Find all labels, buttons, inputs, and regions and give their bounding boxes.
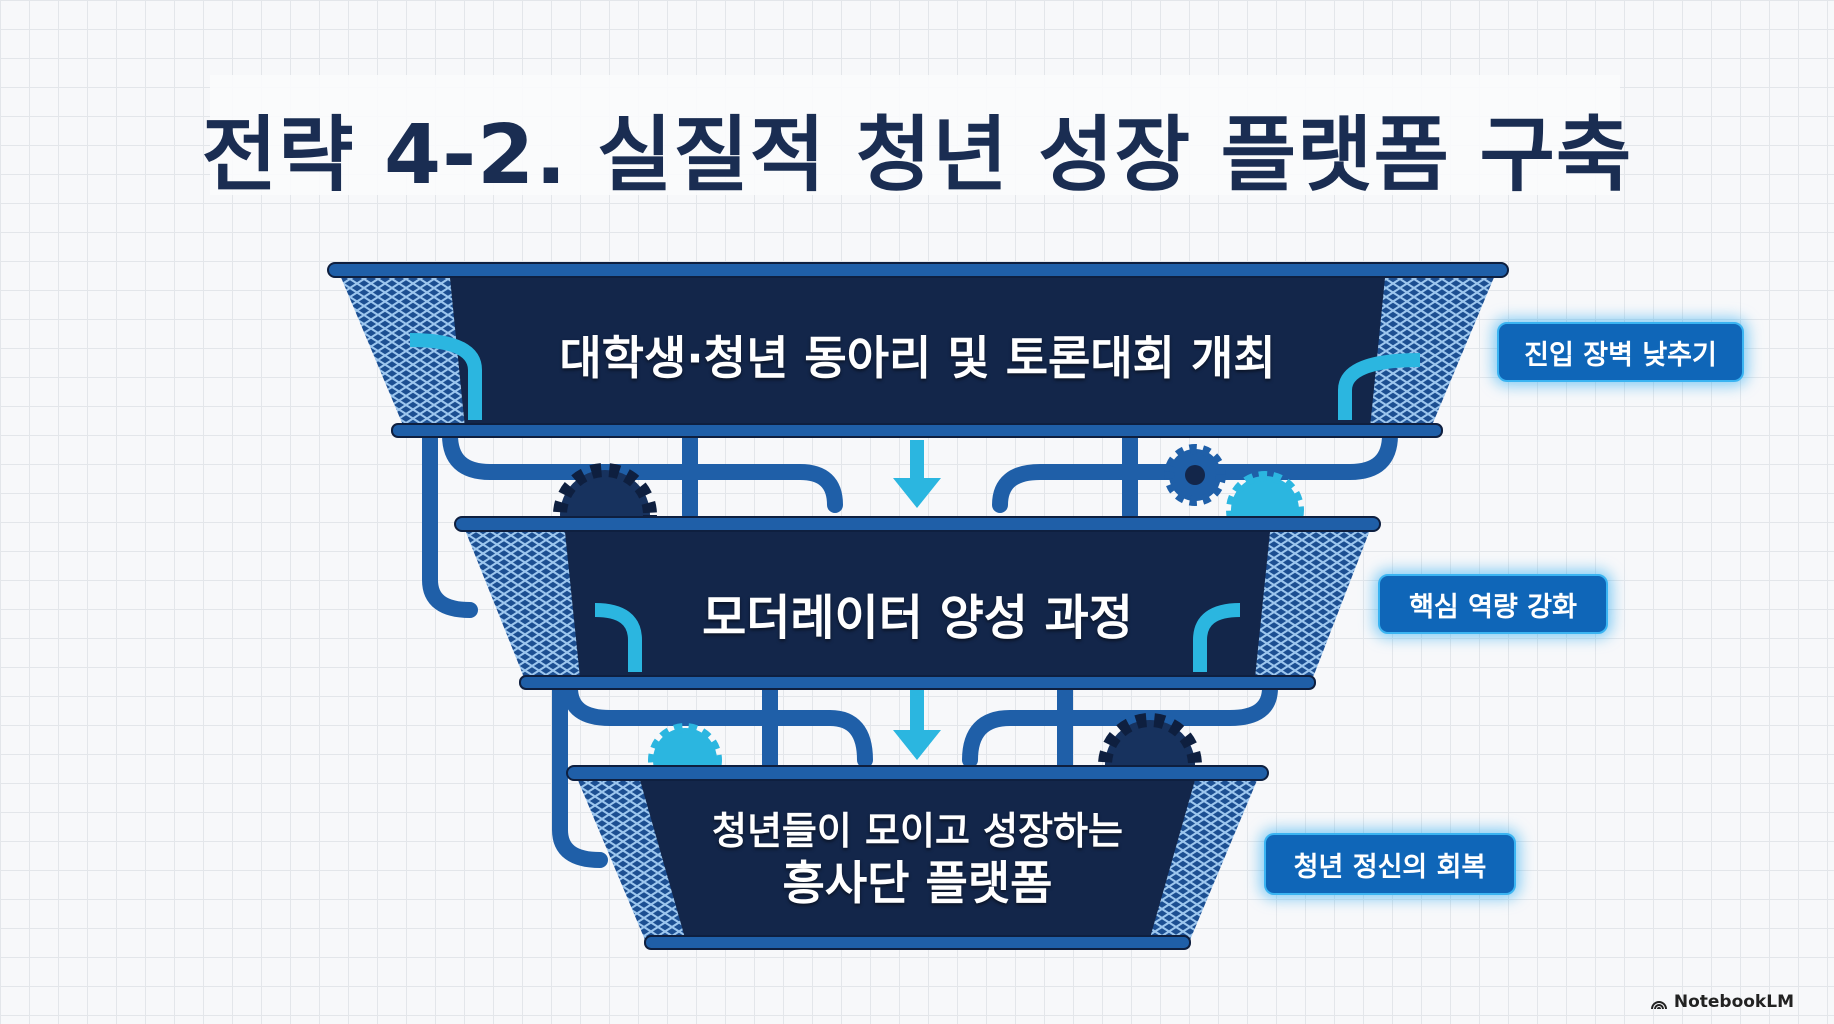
tier-3-line-2: 흥사단 플랫폼 (782, 856, 1053, 910)
connecting-pipes (422, 427, 1398, 868)
label-youth-spirit: 청년 정신의 회복 (1264, 833, 1516, 895)
brand-text: NotebookLM (1673, 992, 1794, 1012)
notebooklm-brand: NotebookLM (1650, 992, 1794, 1012)
notebooklm-logo-icon (1650, 1001, 1667, 1009)
tier-3-line-1: 청년들이 모이고 성장하는 (711, 809, 1124, 853)
tier-3-frame (566, 765, 1269, 950)
tier-3-text: 청년들이 모이고 성장하는 흥사단 플랫폼 (660, 805, 1175, 909)
label-lower-barriers: 진입 장벽 낮추기 (1497, 322, 1744, 382)
label-core-competency: 핵심 역량 강화 (1378, 574, 1608, 634)
tier-1-text: 대학생·청년 동아리 및 토론대회 개최 (559, 331, 1276, 385)
page-title: 전략 4-2. 실질적 청년 성장 플랫폼 구축 (201, 108, 1633, 203)
tier-1-frame (327, 262, 1509, 438)
tier-2-text: 모더레이터 양성 과정 (702, 590, 1133, 646)
down-arrow-icon (893, 440, 941, 508)
title-band (210, 75, 1620, 195)
down-arrow-icon (893, 690, 941, 760)
tier-2-frame (454, 516, 1381, 690)
